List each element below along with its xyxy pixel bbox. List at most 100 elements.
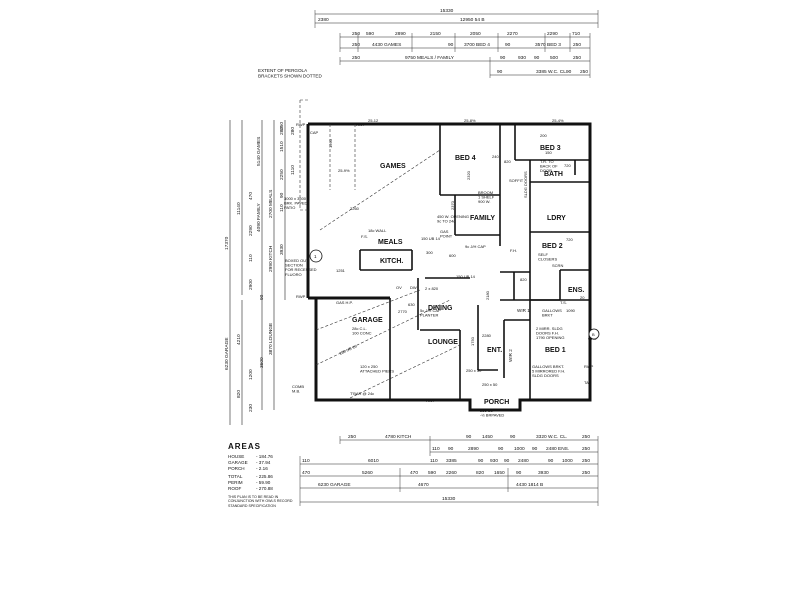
text-line: COMB: [292, 384, 304, 389]
text-line: ATTACHED PIERS: [360, 369, 394, 374]
dim-bot-row1-0: 250: [348, 434, 356, 440]
dim-bot-row4-6: 1650: [494, 470, 505, 476]
dim-bot-row4-9: 250: [582, 470, 590, 476]
north-label: B: [592, 332, 595, 337]
dim-bot-row5-0: 6230 GARAGE: [318, 482, 351, 488]
plan-dim-19: 240: [492, 154, 499, 159]
plan-dim-14: 1750: [470, 336, 475, 346]
dim-bot-row5-1: 4670: [418, 482, 429, 488]
room-bed1: BED 1: [545, 347, 566, 354]
dim-bot-row4-0: 470: [302, 470, 310, 476]
dim-bot-row3-2: 110: [430, 458, 438, 464]
areas-label: HOUSE: [228, 454, 245, 459]
dim-bot-row3-1: 6010: [368, 458, 379, 464]
areas-value: - 59.90: [256, 480, 271, 485]
room-meals: MEALS: [378, 239, 403, 246]
room-ens: ENS.: [568, 287, 584, 294]
dim-left-small-1: 1510: [279, 141, 285, 152]
dim-bot-row1-2: 90: [466, 434, 472, 440]
text-line: -½ BRPAVED: [480, 413, 504, 418]
left-dimensions: 17370 11140 4210 820 1200 230 5140 GAMES…: [224, 120, 296, 425]
text-line: 25c CL: [480, 408, 493, 413]
note-rwp-3: RWP: [296, 294, 306, 299]
areas-value: - 2.16: [256, 466, 268, 471]
plan-dimensions: 1560 2260 2370 1251 25-9% 25-12 25-8% 25…: [328, 118, 585, 346]
text-line: 5 MIRRORED F.H.: [532, 369, 565, 374]
room-garage: GARAGE: [352, 317, 383, 324]
dim-bot-row3-3: 3385: [446, 458, 457, 464]
top-dimensions: 15330 2380 12950 54 B 250 590 2890 2150 …: [314, 8, 599, 78]
dim-bot-row1-5: 3320 W.C. CL.: [536, 434, 567, 440]
dim-top-row3-0: 250: [352, 42, 360, 48]
dim-top-row2-0: 250: [352, 31, 360, 37]
dim-bot-row5-2: 4430 1814 B: [516, 482, 543, 488]
text-line: SECTION: [285, 263, 303, 268]
dim-left-garage: 4210: [236, 334, 242, 345]
room-bed2: BED 2: [542, 243, 563, 250]
room-wir1: WIR 1: [517, 308, 530, 313]
note-tbar: T'BAR @ 24c: [350, 391, 374, 396]
text-line: 1790 OPENING: [536, 335, 564, 340]
dim-left-small-0: 280: [279, 127, 285, 135]
room-ldry: LDRY: [547, 215, 566, 222]
room-labels: GAMES BED 4 BED 3 MEALS FAMILY BATH LDRY…: [352, 145, 584, 406]
room-family: FAMILY: [470, 215, 495, 222]
areas-row-total: TOTAL - 225.86: [228, 474, 338, 480]
areas-row-roof: ROOF - 270.88: [228, 486, 338, 492]
dim-left-small-10: 1110: [290, 165, 296, 175]
room-wir2: WIR 2: [508, 349, 513, 362]
areas-value: - 184.76: [256, 454, 273, 459]
dim-left-room-4: 3870 LOUNGE: [268, 323, 274, 355]
room-kitch: KITCH.: [380, 258, 403, 265]
note-rwp-1: RWP: [296, 122, 306, 127]
areas-value: - 225.86: [256, 474, 273, 479]
dim-bot-row3-8: 90: [548, 458, 554, 464]
note-porch-cl: 25c CL-½ BRPAVED: [480, 408, 504, 418]
dim-left-small-9: 2900: [248, 279, 254, 290]
text-line: DOOR: [540, 168, 552, 173]
dim-top-row5-1: 3385 W.C. CL.: [536, 69, 567, 75]
room-games: GAMES: [380, 163, 406, 170]
dim-top-row5-2: 90: [566, 69, 572, 75]
text-line: GALLOWS: [542, 308, 562, 313]
dim-bot-row2-2: 2890: [468, 446, 479, 452]
text-line: BROOM: [478, 190, 493, 195]
areas-note: THIS PLAN IS TO BE READ IN CONJUNCTION W…: [228, 495, 293, 508]
dim-left-small-2: 2250: [279, 169, 285, 180]
note-ts: T.S.: [560, 300, 567, 305]
dim-left-small-3: 470: [248, 192, 254, 200]
dim-top-row3-1: 4430 GAMES: [372, 42, 401, 48]
dim-top-row5-0: 90: [497, 69, 503, 75]
note-dw: DW: [410, 285, 417, 290]
dim-bot-row1-3: 1450: [482, 434, 493, 440]
dim-left-room-1: 4090 FAMILY: [256, 202, 262, 232]
plan-dim-7: 25-4%: [552, 118, 564, 123]
text-line: PLANTER: [420, 313, 439, 318]
dim-top-row3-3: 3700 BED 4: [464, 42, 490, 48]
dim-top-row2-2: 2890: [395, 31, 406, 37]
plan-dim-16: 820: [520, 277, 527, 282]
plan-dim-9: 820: [504, 159, 511, 164]
room-dining: DINING: [428, 305, 453, 312]
dim-left-small-7: 250: [279, 122, 285, 130]
dim-top-row4-6: 250: [573, 55, 581, 61]
text-line: 9c TO 24c: [437, 219, 455, 224]
text-line: 28c C.L.: [352, 326, 367, 331]
note-ub-1: 150 UB 14: [421, 236, 441, 241]
dim-bot-row3-6: 90: [504, 458, 510, 464]
note-2x820: 2 x 820: [425, 286, 439, 291]
dim-top-row4-5: 500: [550, 55, 558, 61]
areas-heading: AREAS: [228, 442, 262, 451]
note-scrn: SCRN: [552, 263, 563, 268]
